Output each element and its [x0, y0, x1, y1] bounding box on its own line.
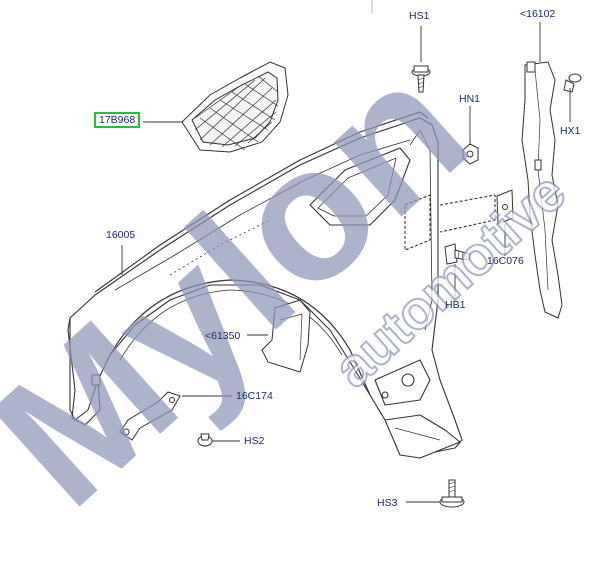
label-hn1: HN1 [459, 93, 481, 105]
label-16c174: 16C174 [236, 390, 273, 402]
label-hs1: HS1 [409, 10, 430, 22]
bolt-hs1 [411, 65, 431, 93]
fender-16005 [67, 111, 496, 459]
label-hs3: HS3 [377, 497, 398, 509]
bolt-hb1 [444, 243, 471, 265]
leader-lines [121, 22, 571, 503]
plate-16c076 [496, 189, 514, 225]
bracket-16102 [521, 61, 563, 319]
clip-hx1 [563, 73, 582, 93]
bracket-61350 [261, 299, 311, 373]
label-16c076: 16C076 [487, 255, 524, 267]
bolt-hs3 [439, 479, 465, 508]
label-hx1: HX1 [560, 125, 581, 137]
screw-hs2 [197, 433, 213, 447]
label-16005: 16005 [106, 229, 136, 241]
bracket-16c174 [119, 391, 181, 441]
vent-grille-17b968 [181, 61, 289, 153]
label-hb1: HB1 [445, 299, 466, 311]
label-16102: <16102 [520, 8, 556, 20]
label-hs2: HS2 [244, 435, 265, 447]
label-61350: <61350 [205, 330, 241, 342]
label-17b968[interactable]: 17B968 [94, 112, 141, 128]
watermark: Mylon automotive [0, 21, 578, 546]
